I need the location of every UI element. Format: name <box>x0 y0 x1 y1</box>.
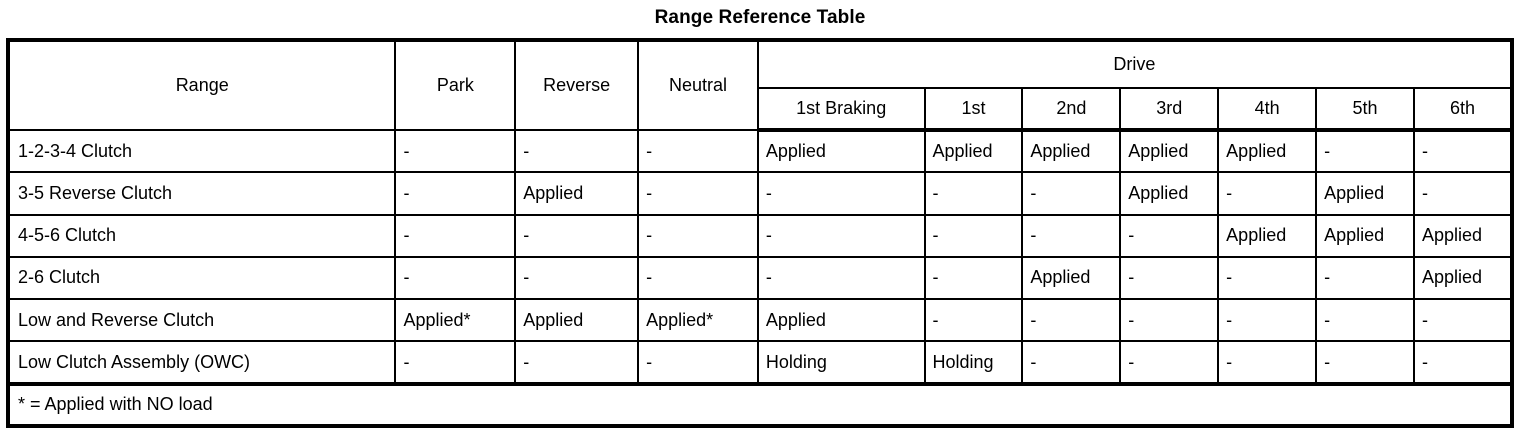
cell-reverse: Applied <box>514 298 640 343</box>
cell-1st: - <box>923 213 1024 258</box>
range-reference-table: Range Park Reverse Neutral Drive 1st Bra… <box>6 38 1514 428</box>
cell-1st-braking: Applied <box>756 128 926 174</box>
column-header-reverse: Reverse <box>514 39 640 131</box>
cell-1st-braking: Applied <box>756 298 926 343</box>
row-label: Low Clutch Assembly (OWC) <box>6 340 397 385</box>
column-header-range: Range <box>6 39 397 131</box>
header-row-drive-subcolumns: 1st Braking 1st 2nd 3rd 4th 5th 6th <box>8 87 1514 132</box>
table-container: Range Park Reverse Neutral Drive 1st Bra… <box>6 38 1514 428</box>
table-header: Range Park Reverse Neutral Drive 1st Bra… <box>6 39 1514 132</box>
row-label: 4-5-6 Clutch <box>6 213 397 258</box>
table-footnote-row: * = Applied with NO load <box>8 381 1512 426</box>
footnote-text: * = Applied with NO load <box>8 381 1512 426</box>
cell-2nd: Applied <box>1021 255 1122 301</box>
cell-1st-braking: - <box>756 255 926 301</box>
cell-4th: Applied <box>1217 213 1318 258</box>
column-header-6th: 6th <box>1412 87 1514 132</box>
cell-5th: - <box>1315 298 1415 343</box>
cell-3rd: Applied <box>1119 128 1220 174</box>
cell-1st-braking: Holding <box>756 340 926 385</box>
row-label: 3-5 Reverse Clutch <box>6 171 397 216</box>
cell-reverse: - <box>514 128 640 174</box>
cell-4th: - <box>1217 171 1318 216</box>
cell-1st-braking: - <box>756 171 926 216</box>
cell-3rd: - <box>1119 298 1220 343</box>
cell-neutral: - <box>637 171 759 216</box>
row-label: Low and Reverse Clutch <box>6 298 397 343</box>
cell-2nd: - <box>1021 171 1122 216</box>
cell-6th: Applied <box>1412 213 1514 258</box>
cell-park: - <box>394 128 517 174</box>
cell-1st: - <box>923 298 1024 343</box>
column-header-4th: 4th <box>1217 87 1318 132</box>
table-row: 4-5-6 Clutch - - - - - - - Applied Appli… <box>6 213 1514 258</box>
cell-2nd: Applied <box>1021 128 1122 174</box>
cell-park: - <box>394 255 517 301</box>
cell-4th: Applied <box>1217 128 1318 174</box>
cell-reverse: - <box>514 340 640 385</box>
cell-3rd: - <box>1119 213 1220 258</box>
row-label: 1-2-3-4 Clutch <box>6 128 397 174</box>
table-row: Low Clutch Assembly (OWC) - - - Holding … <box>6 340 1514 385</box>
cell-4th: - <box>1217 298 1318 343</box>
cell-6th: Applied <box>1412 255 1514 301</box>
cell-1st: - <box>923 171 1024 216</box>
cell-3rd: Applied <box>1119 171 1220 216</box>
cell-3rd: - <box>1119 340 1220 385</box>
cell-3rd: - <box>1119 255 1220 301</box>
cell-5th: - <box>1315 255 1415 301</box>
cell-6th: - <box>1412 128 1514 174</box>
cell-neutral: - <box>637 213 759 258</box>
cell-park: - <box>394 340 517 385</box>
cell-1st: Holding <box>923 340 1024 385</box>
row-label: 2-6 Clutch <box>6 255 397 301</box>
cell-1st-braking: - <box>756 213 926 258</box>
column-header-neutral: Neutral <box>637 39 759 131</box>
column-header-1st: 1st <box>923 87 1024 132</box>
cell-6th: - <box>1412 298 1514 343</box>
cell-neutral: - <box>637 255 759 301</box>
cell-5th: Applied <box>1315 213 1415 258</box>
cell-4th: - <box>1217 340 1318 385</box>
cell-1st: - <box>923 255 1024 301</box>
cell-6th: - <box>1412 340 1514 385</box>
page-title: Range Reference Table <box>654 7 866 28</box>
table-body: 1-2-3-4 Clutch - - - Applied Applied App… <box>6 128 1514 426</box>
cell-5th: - <box>1315 128 1415 174</box>
table-row: Low and Reverse Clutch Applied* Applied … <box>6 298 1514 343</box>
cell-neutral: - <box>637 340 759 385</box>
cell-2nd: - <box>1021 213 1122 258</box>
cell-1st: Applied <box>923 128 1024 174</box>
cell-park: - <box>394 171 517 216</box>
table-row: 1-2-3-4 Clutch - - - Applied Applied App… <box>6 128 1514 174</box>
column-group-header-drive: Drive <box>756 39 1514 89</box>
cell-5th: - <box>1315 340 1415 385</box>
cell-reverse: - <box>514 255 640 301</box>
cell-neutral: Applied* <box>637 298 759 343</box>
cell-2nd: - <box>1021 298 1122 343</box>
cell-neutral: - <box>637 128 759 174</box>
column-header-park: Park <box>394 39 517 131</box>
cell-reverse: - <box>514 213 640 258</box>
cell-4th: - <box>1217 255 1318 301</box>
column-header-3rd: 3rd <box>1119 87 1220 132</box>
column-header-5th: 5th <box>1315 87 1415 132</box>
cell-5th: Applied <box>1315 171 1415 216</box>
cell-2nd: - <box>1021 340 1122 385</box>
cell-park: Applied* <box>394 298 517 343</box>
column-header-1st-braking: 1st Braking <box>756 87 926 132</box>
cell-reverse: Applied <box>514 171 640 216</box>
header-row-group: Range Park Reverse Neutral Drive <box>6 39 1514 131</box>
column-header-2nd: 2nd <box>1021 87 1122 132</box>
cell-6th: - <box>1412 171 1514 216</box>
table-row: 3-5 Reverse Clutch - Applied - - - - App… <box>6 171 1514 216</box>
table-row: 2-6 Clutch - - - - - Applied - - - Appli… <box>6 255 1514 301</box>
cell-park: - <box>394 213 517 258</box>
